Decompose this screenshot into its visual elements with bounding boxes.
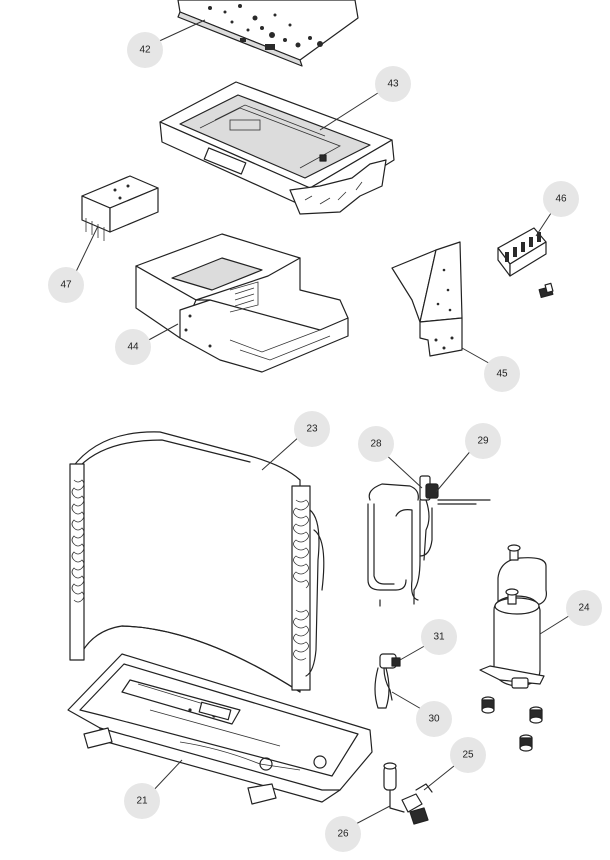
callout-28: 28 — [358, 426, 394, 462]
part-21-base-pan — [67, 653, 373, 805]
svg-text:30: 30 — [428, 714, 440, 725]
callout-46: 46 — [543, 181, 579, 217]
svg-text:26: 26 — [337, 829, 349, 840]
svg-text:23: 23 — [306, 424, 318, 435]
callout-31: 31 — [421, 619, 457, 655]
svg-text:44: 44 — [127, 342, 139, 353]
callout-30: 30 — [416, 701, 452, 737]
part-45-mounting-bracket — [391, 241, 463, 357]
callout-29: 29 — [465, 423, 501, 459]
svg-text:45: 45 — [496, 369, 508, 380]
svg-text:25: 25 — [462, 750, 474, 761]
part-30-31-valve-assembly — [374, 653, 401, 709]
svg-text:46: 46 — [555, 194, 567, 205]
callout-43: 43 — [375, 66, 411, 102]
part-25-26-service-valves — [383, 762, 433, 825]
callout-21: 21 — [124, 783, 160, 819]
svg-text:42: 42 — [139, 45, 151, 56]
part-28-29-valve-piping — [367, 475, 491, 607]
svg-text:24: 24 — [578, 603, 590, 614]
callout-24: 24 — [566, 590, 602, 626]
svg-text:29: 29 — [477, 436, 489, 447]
compressor-rubber-feet — [481, 696, 543, 752]
svg-text:21: 21 — [136, 796, 148, 807]
svg-text:47: 47 — [60, 280, 72, 291]
callout-45: 45 — [484, 356, 520, 392]
svg-text:43: 43 — [387, 79, 399, 90]
part-23-condenser-coil — [69, 431, 325, 693]
part-44-electric-box-base — [135, 233, 349, 373]
part-46-terminal-block — [497, 227, 554, 299]
svg-text:28: 28 — [370, 439, 382, 450]
svg-text:31: 31 — [433, 632, 445, 643]
part-43-electric-box-frame — [159, 81, 395, 215]
callout-23: 23 — [294, 411, 330, 447]
callout-42: 42 — [127, 32, 163, 68]
callout-25: 25 — [450, 737, 486, 773]
part-47-heat-sink — [81, 175, 159, 241]
leader-lines — [72, 19, 573, 827]
callout-26: 26 — [325, 816, 361, 852]
callout-44: 44 — [115, 329, 151, 365]
callout-47: 47 — [48, 267, 84, 303]
part-42-control-board — [177, 0, 359, 67]
part-24-compressor — [479, 544, 547, 689]
